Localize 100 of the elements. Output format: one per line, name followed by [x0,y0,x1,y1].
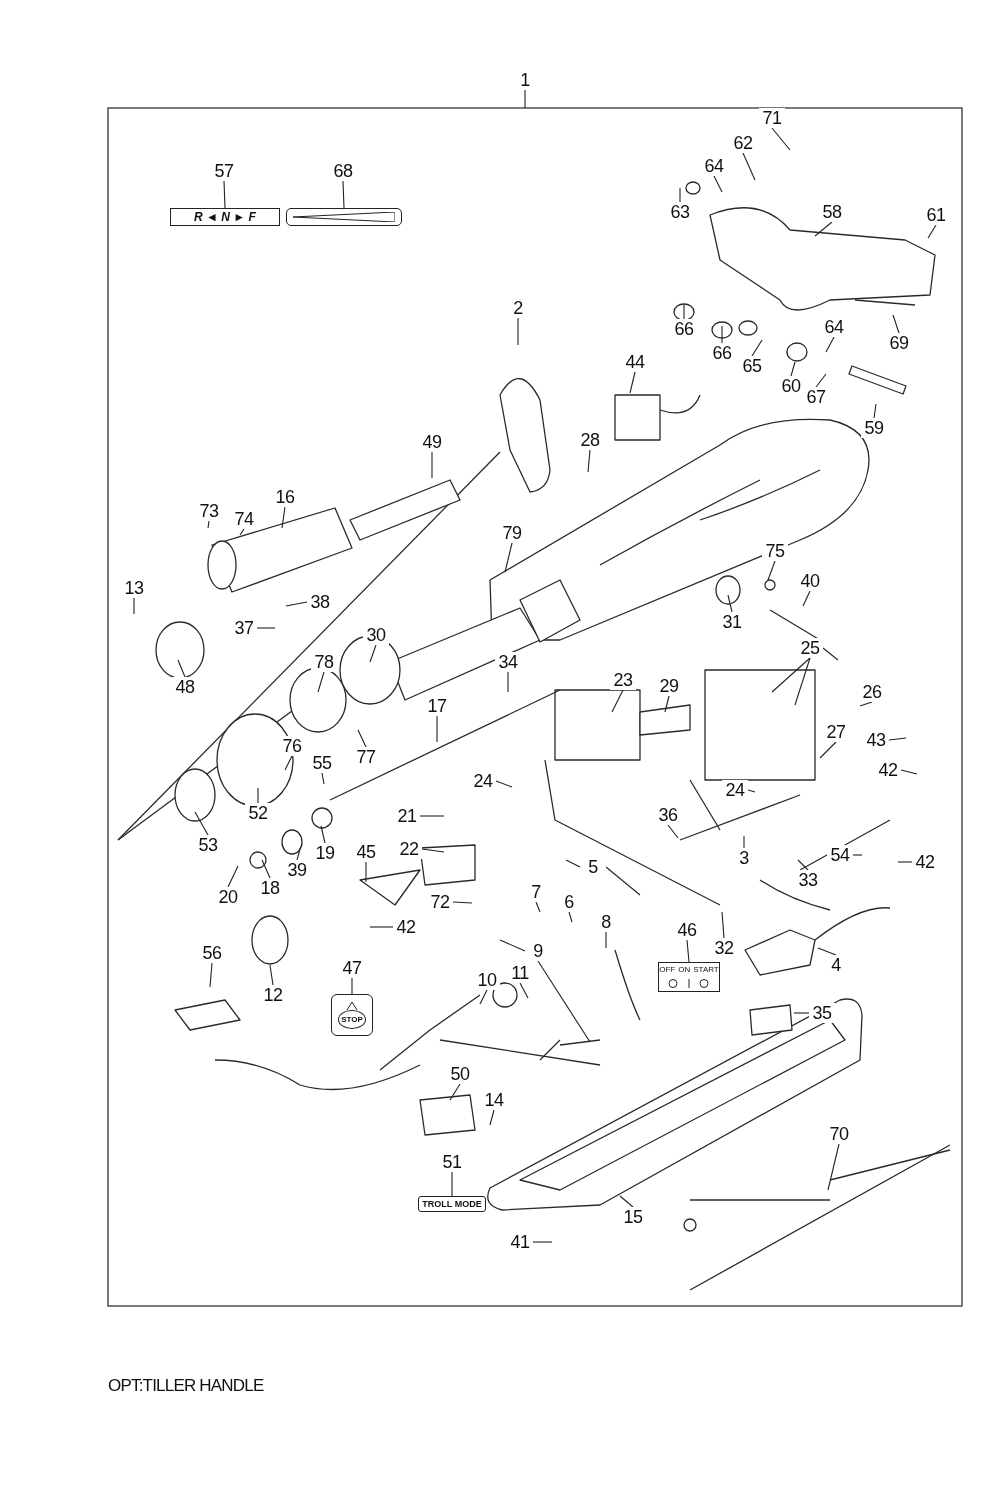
leader-line [296,848,301,861]
leader-line [317,671,325,693]
leader-line [419,815,445,817]
leader-line [767,560,776,581]
leader-line [825,336,835,353]
decal-text: R ◄ N ► F [194,210,256,224]
leader-line [721,325,723,344]
leader-line [619,1195,634,1208]
leader-line [342,180,345,209]
leader-line [194,811,209,836]
leader-line [822,647,839,661]
leader-line [686,939,690,963]
leader-line [568,911,573,923]
leader-line [281,506,286,529]
leader-line [817,947,837,956]
leader-line [814,221,833,237]
leader-line [284,755,293,771]
leader-line [683,304,685,320]
leader-line [451,1171,453,1197]
leader-line [667,824,679,839]
leader-line [751,339,763,357]
leader-line [436,715,438,743]
leader-line [611,689,624,713]
leader-line [605,866,641,896]
decal-text: TROLL MODE [422,1199,482,1209]
callout-number: 44 [622,352,648,372]
leader-line [504,542,513,573]
switch-decal [658,962,720,992]
leader-line [927,224,937,239]
leader-line [227,865,239,888]
leader-line [873,403,877,419]
leader-line [499,939,526,952]
leader-line [859,701,873,707]
leader-line [827,1143,840,1191]
leader-line [742,152,756,181]
leader-line [351,977,353,995]
leader-line [269,964,274,986]
leader-line [177,659,186,678]
leader-line [747,789,756,793]
leader-line [900,769,918,775]
leader-line [794,657,811,706]
callout-number: 30 [363,625,389,645]
decal [170,208,280,226]
leader-line [852,854,863,856]
leader-line [532,1241,553,1243]
leader-line [897,861,913,863]
leader-line [629,371,636,394]
leader-line [771,127,791,151]
leader-line [888,737,907,741]
leader-line [369,644,377,663]
leader-line [320,825,326,844]
leader-line [721,911,725,939]
leader-line [239,528,245,536]
leader-line [605,931,607,949]
leader-line [727,594,733,613]
leader-line [819,741,837,759]
leader-line [679,187,681,203]
leader-line [209,962,213,988]
decal-text: ON [678,965,691,974]
decal-text: OFF [659,965,676,974]
callout-number: 40 [797,571,823,591]
leader-line [802,590,811,607]
leader-line [537,960,591,1043]
leader-line [793,1012,810,1014]
leader-line [257,787,259,804]
callout-number: 75 [762,541,788,561]
leader-line [664,695,670,713]
callout-number: 78 [311,652,337,672]
leader-line [431,451,433,479]
decal-text: START [693,965,719,974]
leader-line [790,361,796,377]
leader-line [357,729,367,748]
leader-line [524,89,526,109]
callout-number: 59 [861,418,887,438]
leader-line [369,926,394,928]
leader-line [285,601,308,607]
leader-line [892,314,900,334]
leader-line [519,982,529,999]
callout-number: 23 [610,670,636,690]
leader-line [452,901,473,904]
stop-decal [331,994,373,1036]
leader-line [743,835,745,849]
leader-line [771,657,811,693]
leader-line [207,520,210,529]
drawing-caption: OPT:TILLER HANDLE [108,1376,264,1396]
leader-line [365,861,367,883]
leader-line [535,901,541,913]
callout-number: 35 [809,1003,835,1023]
leader-line [421,848,445,853]
decal [418,1196,486,1212]
leader-line [449,1083,461,1101]
leader-line [587,449,591,473]
leader-line [815,373,827,388]
leader-line [517,317,519,346]
leader-line [489,1109,495,1126]
leader-line [321,772,325,785]
callout-number: 71 [759,108,785,128]
leader-line [256,627,276,629]
leader-line [223,180,226,209]
leader-line [133,597,135,615]
